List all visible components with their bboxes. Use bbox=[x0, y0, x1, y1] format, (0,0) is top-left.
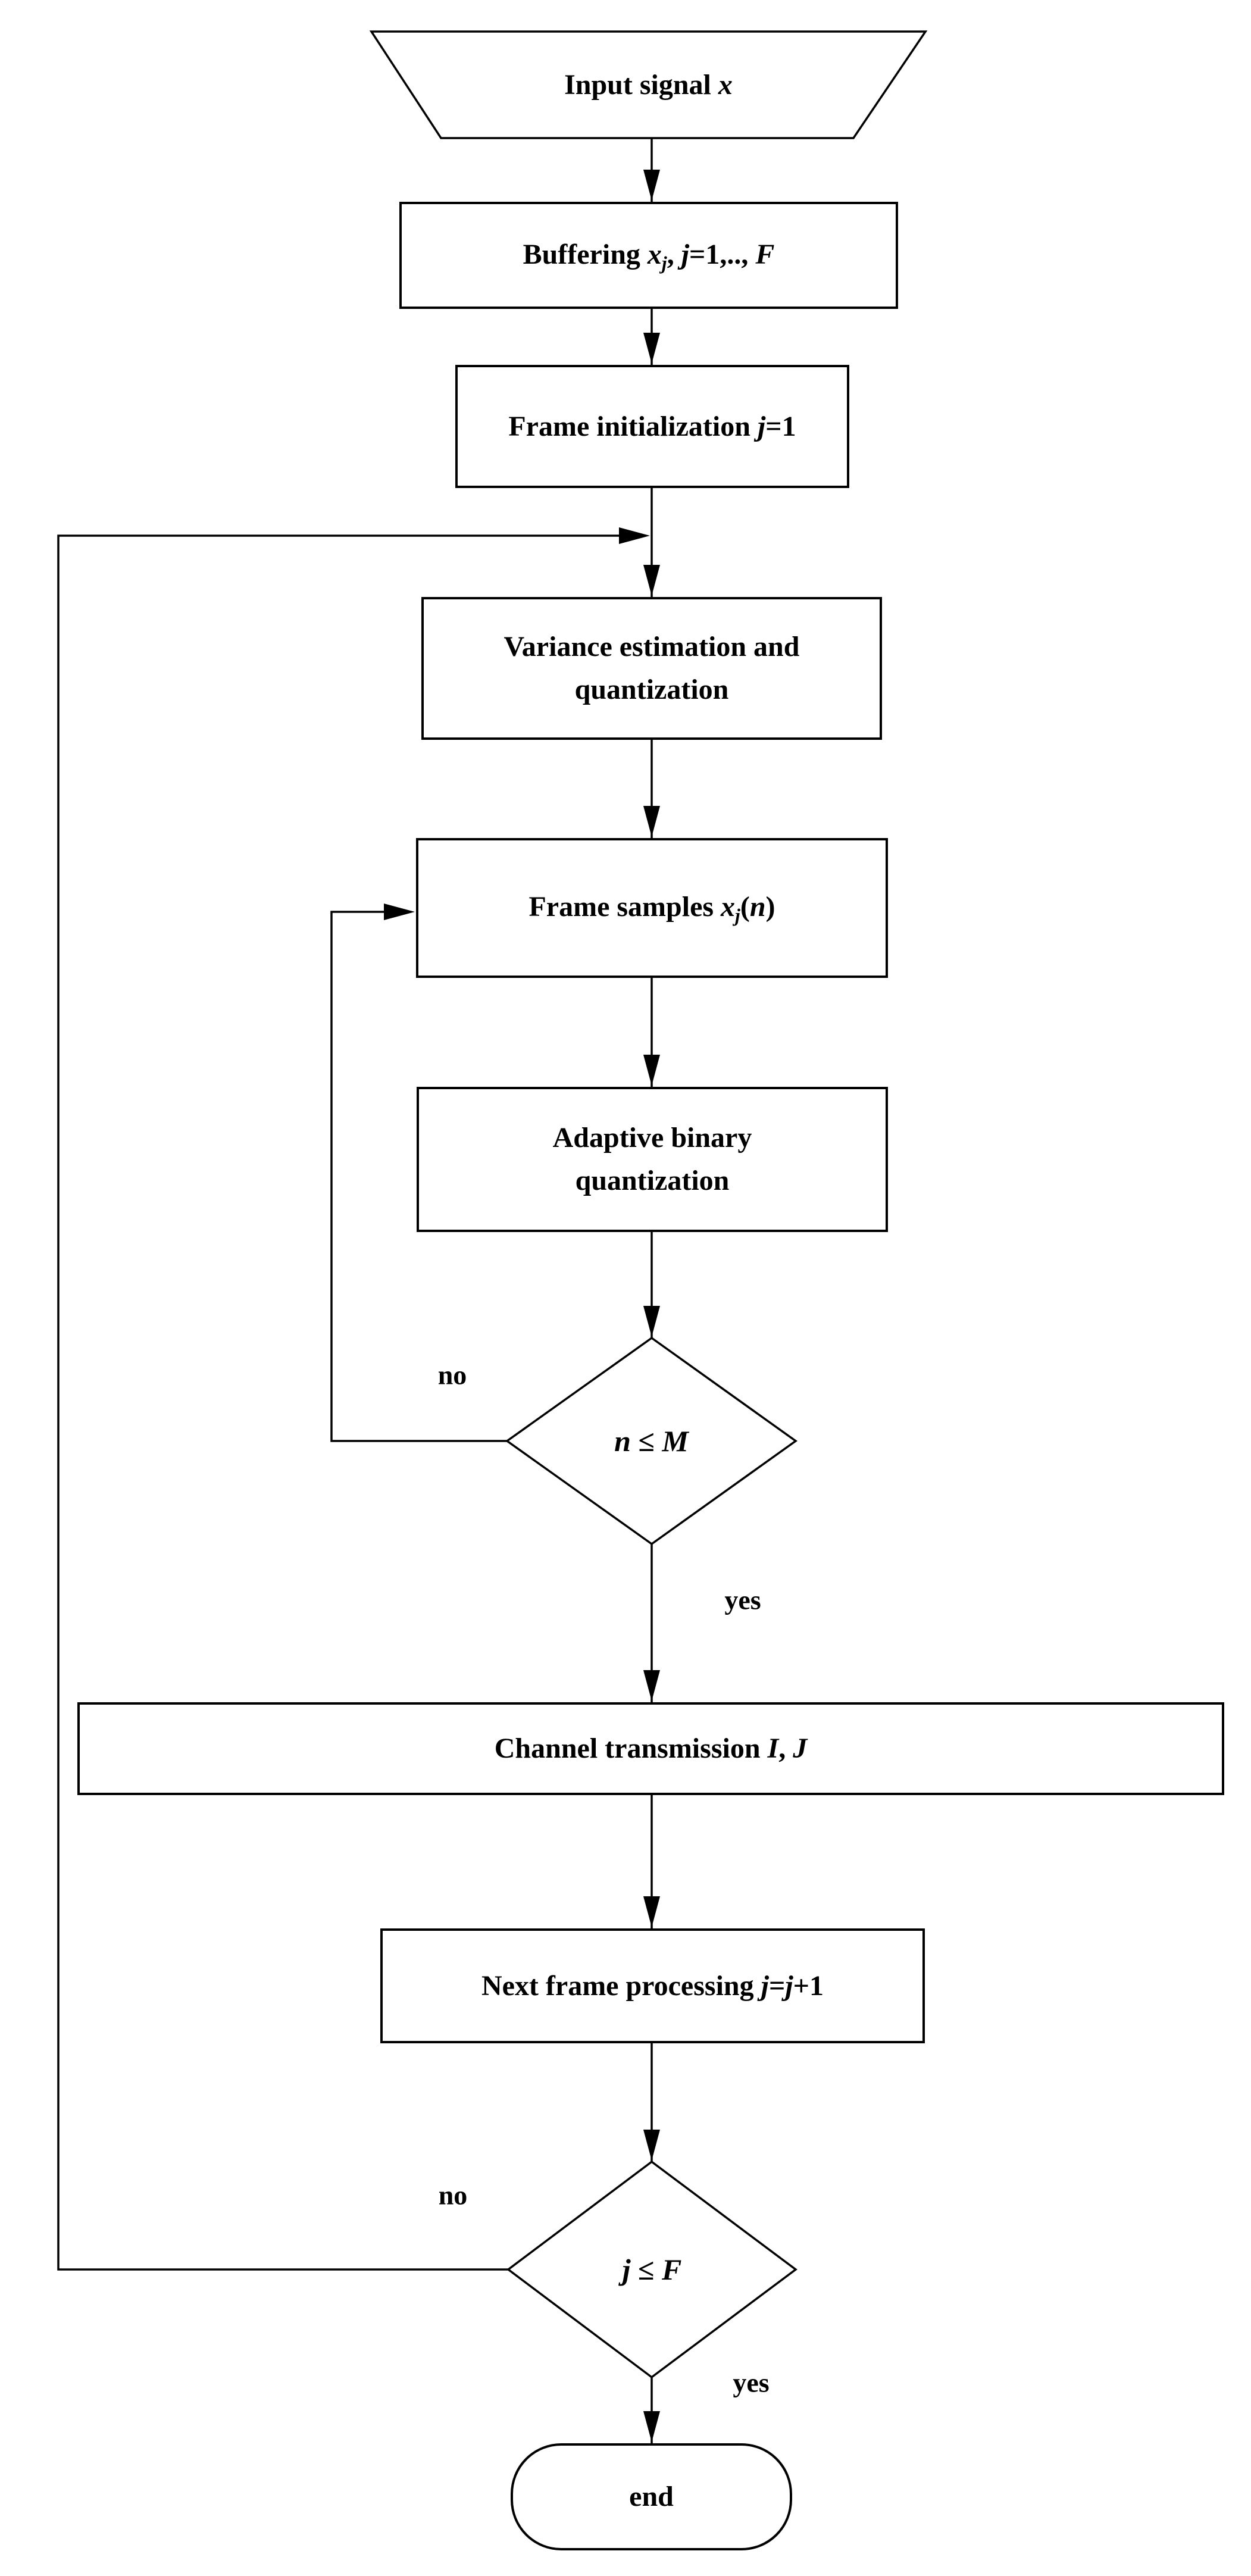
label-decision-n-yes: yes bbox=[724, 1584, 761, 1615]
frame-initialization-box: Frame initialization j=1 bbox=[455, 365, 849, 488]
decision-n-var-M: M bbox=[662, 1424, 689, 1458]
decision-n-operator: ≤ bbox=[630, 1424, 662, 1458]
frameinit-text-2: =1 bbox=[765, 410, 796, 442]
arrowhead-down-icon-buffering bbox=[643, 170, 660, 201]
decision-j-diamond-shape bbox=[506, 2160, 797, 2379]
adaptive-label-line2: quantization bbox=[575, 1165, 730, 1196]
end-label: end bbox=[629, 2481, 674, 2512]
nextframe-text-3: +1 bbox=[793, 1969, 824, 2002]
input-node: Input signal x bbox=[371, 32, 925, 138]
frame-samples-label: Frame samples xj(n) bbox=[528, 886, 775, 930]
decision-n-diamond-shape bbox=[505, 1336, 798, 1546]
input-node-label: Input signal x bbox=[564, 64, 733, 107]
label-decision-n-no: no bbox=[437, 1359, 467, 1390]
framesamples-var-x: x bbox=[721, 891, 736, 923]
buffering-box: Buffering xj, j=1,.., F bbox=[399, 202, 898, 309]
arrowhead-down-icon-decision-n bbox=[643, 1306, 660, 1337]
arrowhead-right-icon-framesamples bbox=[384, 904, 415, 920]
decision-n-var-n: n bbox=[614, 1424, 631, 1458]
nextframe-var-j1: j bbox=[761, 1969, 769, 2002]
channel-var-I: I bbox=[767, 1733, 779, 1764]
decision-n-label: n ≤ M bbox=[614, 1419, 689, 1464]
adaptive-quantization-box: Adaptive binary quantization bbox=[417, 1087, 888, 1232]
framesamples-var-n: n bbox=[749, 891, 766, 923]
frameinit-var-j: j bbox=[757, 410, 766, 442]
adaptive-label-line1: Adaptive binary bbox=[552, 1122, 752, 1153]
loop-outer-no-line bbox=[57, 534, 622, 2271]
nextframe-var-j2: j bbox=[785, 1969, 793, 2002]
buffering-text-2: , bbox=[667, 238, 681, 270]
buffering-var-j: j bbox=[681, 238, 690, 270]
channel-text-2: , bbox=[778, 1733, 793, 1764]
channel-transmission-box: Channel transmission I, J bbox=[77, 1702, 1224, 1795]
buffering-text-1: Buffering bbox=[523, 238, 648, 270]
nextframe-text-1: Next frame processing bbox=[481, 1969, 761, 2002]
arrowhead-down-icon-nextframe bbox=[643, 1896, 660, 1927]
arrowhead-down-icon-variance bbox=[643, 565, 660, 596]
decision-j-node: j ≤ F bbox=[508, 2162, 796, 2377]
buffering-var-x-subscript: j bbox=[661, 252, 667, 274]
channel-text-1: Channel transmission bbox=[494, 1733, 768, 1764]
framesamples-var-x-subscript: j bbox=[735, 905, 740, 926]
framesamples-text-3: ) bbox=[765, 891, 775, 923]
variance-box: Variance estimation and quantization bbox=[421, 597, 882, 740]
input-var-x: x bbox=[718, 68, 733, 101]
end-node: end bbox=[511, 2443, 792, 2550]
arrowhead-down-icon-end bbox=[643, 2411, 660, 2442]
framesamples-text-2: ( bbox=[740, 891, 750, 923]
variance-label-line2: quantization bbox=[574, 674, 729, 705]
channel-var-J: J bbox=[793, 1733, 808, 1764]
arrowhead-right-icon-merge bbox=[619, 527, 650, 544]
buffering-text-3: =1,.., bbox=[689, 238, 756, 270]
arrowhead-down-icon-framesamples bbox=[643, 806, 660, 837]
decision-j-var-F: F bbox=[662, 2252, 682, 2286]
frame-initialization-label: Frame initialization j=1 bbox=[508, 405, 796, 448]
frame-samples-box: Frame samples xj(n) bbox=[416, 838, 888, 978]
next-frame-label: Next frame processing j=j+1 bbox=[481, 1965, 824, 2008]
arrowhead-down-icon-frameinit bbox=[643, 333, 660, 364]
variance-label-line1: Variance estimation and bbox=[503, 631, 800, 662]
decision-n-node: n ≤ M bbox=[507, 1338, 796, 1544]
nextframe-text-2: = bbox=[768, 1969, 786, 2002]
buffering-var-F: F bbox=[755, 238, 775, 270]
loop-inner-no-line bbox=[330, 911, 507, 1442]
decision-j-var-j: j bbox=[622, 2252, 631, 2286]
buffering-label: Buffering xj, j=1,.., F bbox=[523, 233, 775, 277]
arrowhead-down-icon-channel bbox=[643, 1670, 660, 1701]
label-decision-j-yes: yes bbox=[733, 2367, 770, 2398]
decision-j-operator: ≤ bbox=[630, 2252, 662, 2286]
framesamples-text-1: Frame samples bbox=[528, 891, 721, 923]
label-decision-j-no: no bbox=[438, 2180, 468, 2211]
decision-j-label: j ≤ F bbox=[623, 2247, 682, 2292]
input-text: Input signal bbox=[564, 68, 718, 101]
frameinit-text-1: Frame initialization bbox=[508, 410, 758, 442]
buffering-var-x: x bbox=[647, 238, 662, 270]
channel-label: Channel transmission I, J bbox=[495, 1727, 807, 1770]
next-frame-box: Next frame processing j=j+1 bbox=[380, 1928, 925, 2043]
arrowhead-down-icon-decision-j bbox=[643, 2130, 660, 2161]
input-trapezoid-shape bbox=[369, 30, 928, 139]
arrowhead-down-icon-adaptive bbox=[643, 1055, 660, 1086]
